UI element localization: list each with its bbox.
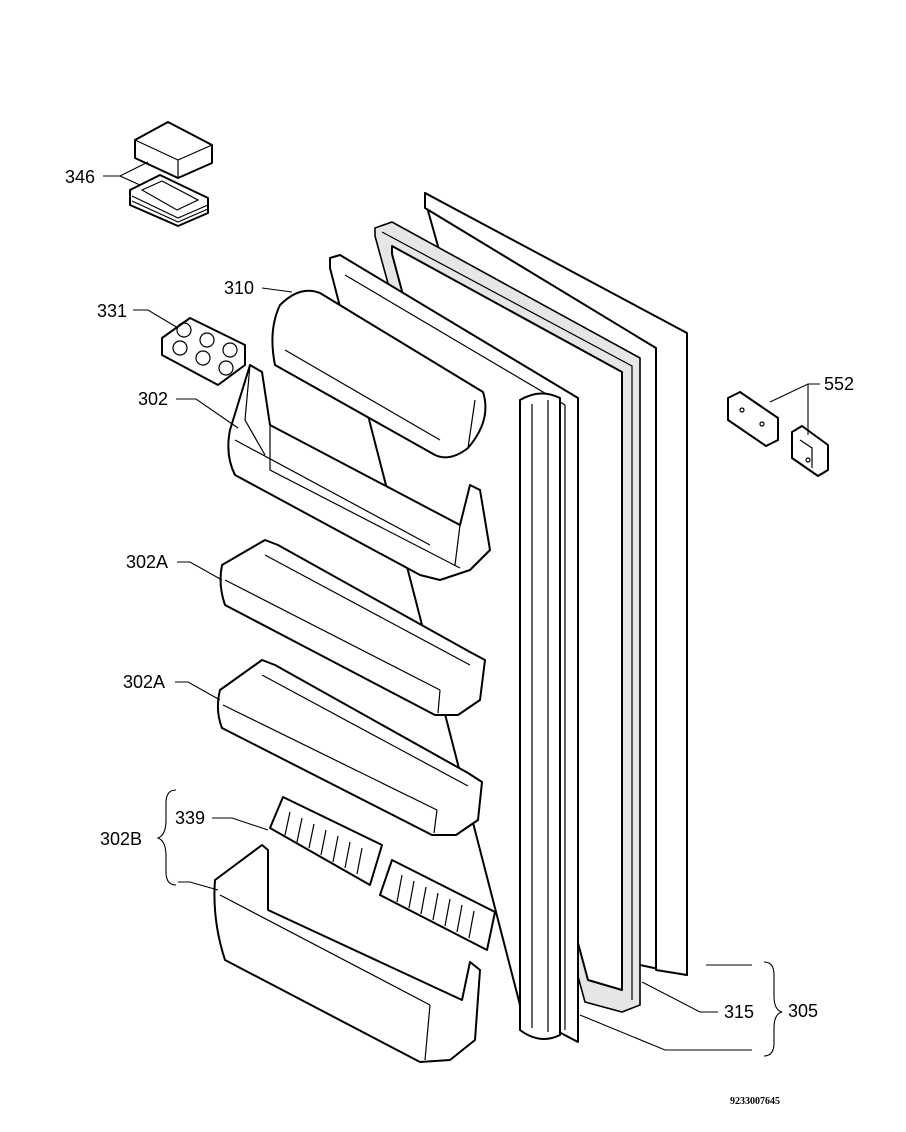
label-302b: 302B (100, 829, 142, 849)
label-302: 302 (138, 389, 168, 409)
label-310: 310 (224, 278, 254, 298)
egg-tray (161, 317, 246, 386)
bottle-divider-right (379, 859, 496, 951)
drawing-code: 9233007645 (730, 1096, 780, 1107)
door-frame-rail (519, 392, 561, 1040)
label-331: 331 (97, 301, 127, 321)
hinge-plate (727, 391, 779, 447)
label-552: 552 (824, 374, 854, 394)
bottle-divider-left (269, 796, 383, 886)
dairy-flap (271, 289, 487, 459)
label-346: 346 (65, 167, 95, 187)
hinge-bracket (791, 425, 829, 477)
door-shelf-bottle (213, 844, 481, 1063)
brace-305 (763, 961, 783, 1057)
label-302a-upper: 302A (126, 552, 168, 572)
door-shelf-medium-lower (216, 659, 483, 836)
label-305: 305 (788, 1001, 818, 1021)
butter-compartment-tray (129, 174, 209, 227)
label-302a-lower: 302A (123, 672, 165, 692)
door-shelf-large (227, 364, 491, 581)
label-315: 315 (724, 1002, 754, 1022)
label-339: 339 (175, 808, 205, 828)
brace-302b (156, 789, 177, 886)
butter-compartment-lid (134, 121, 213, 179)
door-shelf-medium-upper (219, 539, 486, 716)
leader-lines (103, 161, 820, 1051)
